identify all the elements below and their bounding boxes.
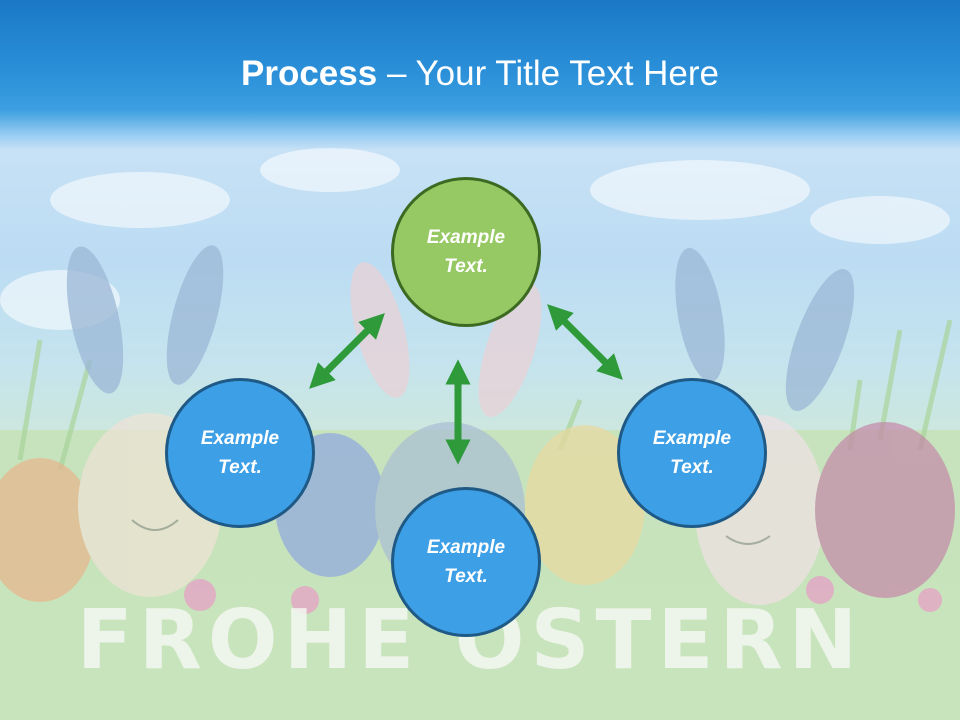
double-arrow-icon bbox=[309, 313, 385, 389]
slide-title: Process – Your Title Text Here bbox=[0, 52, 960, 96]
node-line2: Text. bbox=[444, 566, 488, 587]
node-line1: Example bbox=[200, 428, 280, 449]
title-rest: – Your Title Text Here bbox=[377, 54, 719, 93]
title-bar bbox=[0, 0, 960, 150]
process-node-top[interactable]: Example Text. bbox=[391, 177, 541, 327]
process-node-left[interactable]: Example Text. bbox=[165, 378, 315, 528]
node-line2: Text. bbox=[444, 256, 488, 277]
node-line1: Example bbox=[652, 428, 732, 449]
node-line2: Text. bbox=[218, 457, 262, 478]
double-arrow-icon bbox=[547, 304, 623, 380]
node-line1: Example bbox=[426, 227, 506, 248]
process-node-bottom[interactable]: Example Text. bbox=[391, 487, 541, 637]
title-bold: Process bbox=[241, 54, 378, 93]
process-node-right[interactable]: Example Text. bbox=[617, 378, 767, 528]
node-line1: Example bbox=[426, 537, 506, 558]
node-line2: Text. bbox=[670, 457, 714, 478]
